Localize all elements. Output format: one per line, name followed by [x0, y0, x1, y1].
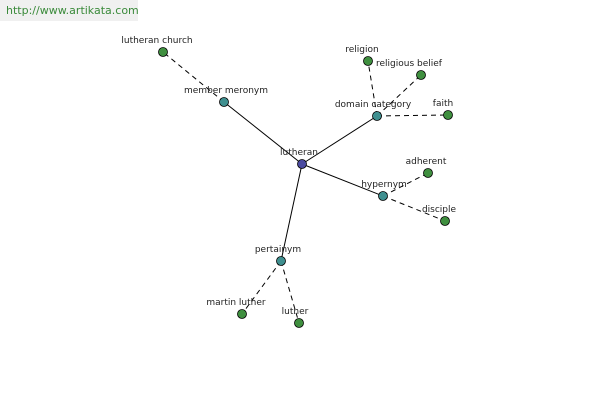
node-domain-category[interactable]	[372, 111, 382, 121]
node-pertainym[interactable]	[276, 256, 286, 266]
edge-pertainym	[280, 163, 303, 262]
label-adherent[interactable]: adherent	[406, 157, 447, 167]
label-martin-luther[interactable]: martin luther	[206, 298, 266, 308]
node-disciple[interactable]	[440, 216, 450, 226]
labels: lutheran member meronym lutheran church dom…	[121, 36, 456, 317]
node-member-meronym[interactable]	[219, 97, 229, 107]
edge-domain-category	[301, 115, 378, 165]
label-member-meronym[interactable]: member meronym	[184, 86, 268, 96]
label-disciple[interactable]: disciple	[422, 205, 457, 215]
label-faith[interactable]: faith	[433, 99, 453, 109]
watermark-url[interactable]: http://www.artikata.com	[0, 0, 139, 21]
node-faith[interactable]	[443, 110, 453, 120]
node-religious-belief[interactable]	[416, 70, 426, 80]
edge-member-meronym	[223, 101, 303, 165]
node-luther[interactable]	[294, 318, 304, 328]
node-adherent[interactable]	[423, 168, 433, 178]
label-lutheran[interactable]: lutheran	[280, 148, 318, 158]
label-luther[interactable]: luther	[282, 307, 309, 317]
label-domain-category[interactable]: domain category	[335, 100, 412, 110]
node-religion[interactable]	[363, 56, 373, 66]
label-pertainym[interactable]: pertainym	[255, 245, 301, 255]
edge-religious-belief	[376, 74, 422, 117]
node-lutheran-church[interactable]	[158, 47, 168, 57]
edge-luther	[280, 260, 300, 324]
label-religious-belief[interactable]: religious belief	[376, 59, 443, 69]
label-hypernym[interactable]: hypernym	[361, 180, 407, 190]
edge-martin-luther	[241, 260, 282, 315]
edge-religion	[367, 60, 378, 117]
edge-hypernym	[301, 163, 384, 197]
edge-faith	[376, 114, 449, 117]
edge-disciple	[382, 195, 446, 222]
edges	[162, 51, 449, 324]
node-hypernym[interactable]	[378, 191, 388, 201]
node-martin-luther[interactable]	[237, 309, 247, 319]
node-lutheran[interactable]	[297, 159, 307, 169]
edge-lutheran-church	[162, 51, 225, 103]
label-religion[interactable]: religion	[345, 45, 378, 55]
label-lutheran-church[interactable]: lutheran church	[121, 36, 192, 46]
nodes	[158, 47, 453, 328]
